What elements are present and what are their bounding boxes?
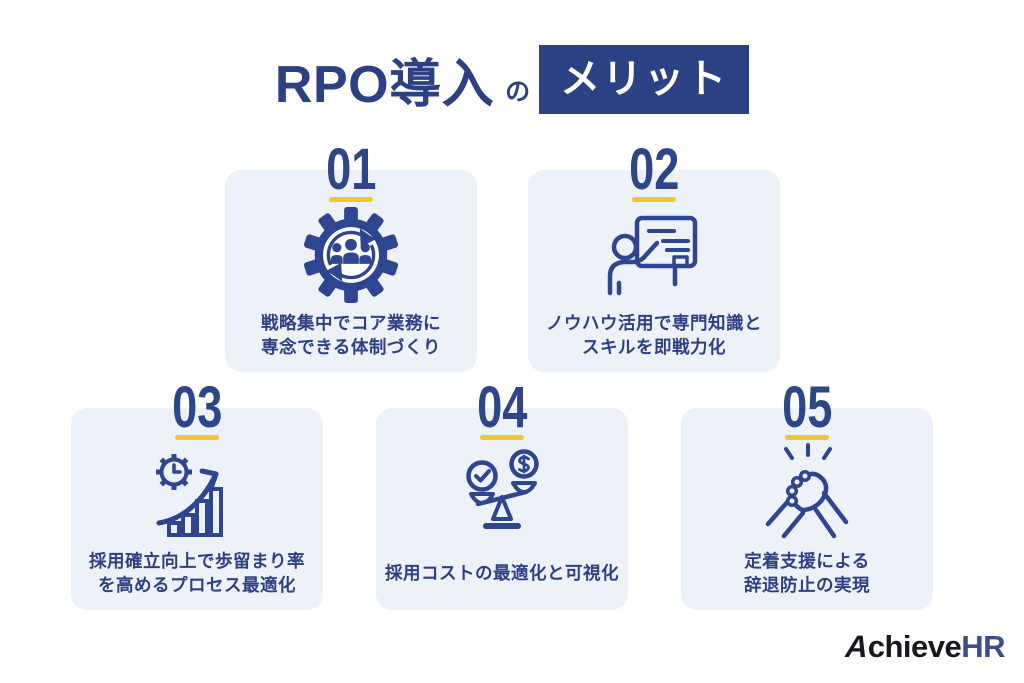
card-number-block: 02 (528, 137, 780, 202)
card-number-block: 03 (71, 375, 323, 440)
card-caption: 採用コストの最適化と可視化 (376, 562, 628, 586)
card-number-block: 05 (681, 375, 933, 440)
caption-line: 戦略集中でコア業務に (261, 313, 441, 333)
caption-line: 採用コストの最適化と可視化 (385, 563, 619, 583)
card-number: 02 (628, 137, 680, 202)
benefit-card-1: 01 (225, 141, 477, 372)
caption-line: 採用確立向上で歩留まり率 (89, 551, 305, 571)
achievehr-logo: AchieveHR (842, 629, 1006, 665)
card-number: 04 (476, 375, 528, 440)
process-optimization-graph-icon (71, 440, 323, 546)
caption-line: ノウハウ活用で専門知識と (546, 313, 762, 333)
number-underline (329, 197, 373, 202)
caption-line: 辞退防止の実現 (744, 574, 870, 595)
benefit-card-2: 02 ノウハウ活用で専門知識と スキルを即戦力化 (528, 141, 780, 372)
logo-hr-text: HR (961, 629, 1005, 664)
card-number-block: 01 (225, 137, 477, 202)
number-underline (175, 435, 219, 440)
title-highlight-box: メリット (539, 45, 750, 114)
card-number: 05 (781, 375, 833, 440)
benefit-card-3: 03 採用確立向上で歩留まり率 (71, 379, 323, 610)
card-caption: 定着支援による 辞退防止の実現 (681, 550, 933, 598)
card-number: 03 (171, 375, 223, 440)
number-underline (632, 197, 676, 202)
trainer-whiteboard-icon (528, 202, 780, 308)
logo-achieve-text: chieve (867, 629, 962, 664)
cost-balance-scale-icon (376, 440, 628, 546)
benefit-card-5: 05 定着支援による 辞退防止の実現 (681, 379, 933, 610)
number-underline (785, 435, 829, 440)
card-number: 01 (325, 137, 377, 202)
title-particle: の (505, 78, 531, 106)
caption-line: 定着支援による (744, 551, 870, 571)
caption-line: 専念できる体制づくり (261, 336, 441, 357)
card-caption: ノウハウ活用で専門知識と スキルを即戦力化 (528, 312, 780, 360)
card-caption: 採用確立向上で歩留まり率 を高めるプロセス最適化 (71, 550, 323, 598)
card-caption: 戦略集中でコア業務に 専念できる体制づくり (225, 312, 477, 360)
title-main-text: RPO導入 (274, 56, 495, 114)
caption-line: スキルを即戦力化 (582, 336, 726, 357)
gear-people-cycle-icon (225, 202, 477, 308)
number-underline (480, 435, 524, 440)
card-number-block: 04 (376, 375, 628, 440)
handshake-grip-icon (681, 440, 933, 546)
page-title: RPO導入 の メリット (0, 42, 1024, 117)
caption-line: を高めるプロセス最適化 (98, 574, 296, 595)
benefit-card-4: 04 採用コストの最適化と可視化 (376, 379, 628, 610)
